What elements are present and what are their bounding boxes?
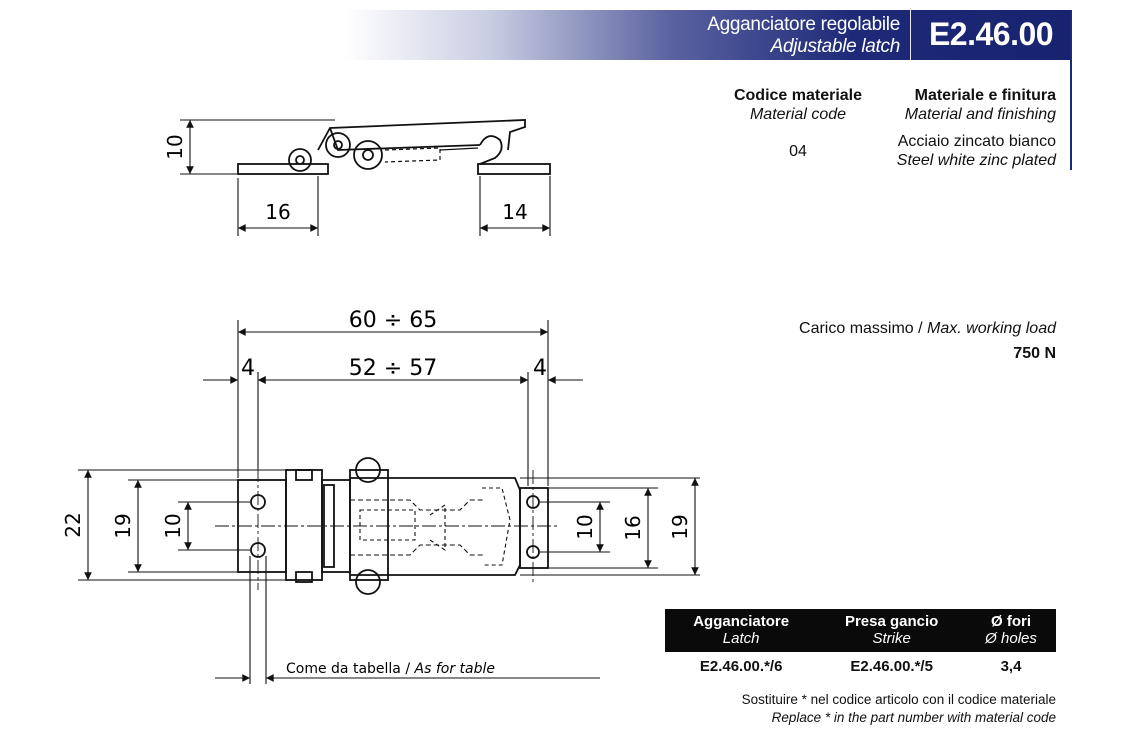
dim-height-19-left: 19 [111, 513, 135, 538]
header-band [345, 10, 1070, 60]
table-cell-strike-code: E2.46.00.*/5 [850, 658, 933, 675]
material-finish-italian: Acciaio zincato bianco [897, 133, 1056, 150]
dim-height-22: 22 [61, 512, 85, 537]
table-header-latch: Agganciatore [665, 609, 818, 630]
top-view-centerlines [215, 468, 560, 590]
table-reference-note: Come da tabella / As for table [286, 661, 495, 677]
side-view-dimensions [180, 119, 551, 236]
material-finish-heading: Materiale e finitura [914, 87, 1056, 104]
dim-right-offset: 4 [533, 356, 547, 381]
dim-height-16-right: 16 [621, 515, 645, 540]
table-subheader-holes: Ø holes [966, 630, 1056, 652]
top-view-dimensions [78, 320, 700, 684]
header-divider [910, 10, 911, 60]
max-load-label-it: Carico massimo / [799, 320, 928, 337]
max-load-value: 750 N [1013, 345, 1056, 362]
note-english: Replace * in the part number with materi… [771, 710, 1056, 725]
dim-inner-length: 52 ÷ 57 [349, 356, 437, 381]
table-subheader-latch: Latch [665, 630, 818, 652]
code-table: Agganciatore Presa gancio Ø fori Latch S… [665, 609, 1056, 675]
product-title-english: Adjustable latch [770, 36, 901, 57]
note-italian: Sostituire * nel codice articolo con il … [741, 692, 1056, 707]
header-vertical-rule [1070, 10, 1072, 170]
product-title-italian: Agganciatore regolabile [707, 14, 900, 35]
table-subheader-strike: Strike [817, 630, 967, 652]
material-finish-subheading: Material and finishing [904, 106, 1056, 123]
table-header-row: Agganciatore Presa gancio Ø fori [665, 609, 1056, 630]
technical-drawing: 10 16 14 [61, 119, 700, 684]
max-load-label-en: Max. working load [927, 320, 1056, 337]
side-view [237, 119, 551, 175]
material-finish-english: Steel white zinc plated [896, 152, 1056, 169]
table-cell-latch-code: E2.46.00.*/6 [699, 658, 783, 675]
table-reference-note-en: As for table [414, 661, 495, 677]
material-code-heading: Codice materiale [733, 87, 863, 104]
dim-side-right: 14 [502, 200, 527, 224]
dim-height-10-right: 10 [573, 514, 597, 539]
dim-height-10-left: 10 [161, 513, 185, 538]
material-code-value: 04 [789, 143, 807, 160]
table-cell-hole-diameter: 3,4 [1000, 658, 1022, 675]
dim-left-offset: 4 [241, 356, 255, 381]
product-code: E2.46.00 [928, 15, 1054, 52]
dim-overall-length: 60 ÷ 65 [349, 308, 437, 333]
table-row: E2.46.00.*/6 E2.46.00.*/5 3,4 [665, 652, 1056, 675]
table-header-strike: Presa gancio [817, 609, 967, 630]
table-subheader-row: Latch Strike Ø holes [665, 630, 1056, 652]
dim-side-left: 16 [265, 200, 290, 224]
dim-height-19-right: 19 [668, 514, 692, 539]
table-header-holes: Ø fori [966, 609, 1056, 630]
material-code-subheading: Material code [749, 106, 847, 123]
table-reference-note-it: Come da tabella / [286, 661, 415, 677]
max-load-label: Carico massimo / Max. working load [799, 320, 1056, 338]
dim-side-height: 10 [163, 134, 187, 159]
